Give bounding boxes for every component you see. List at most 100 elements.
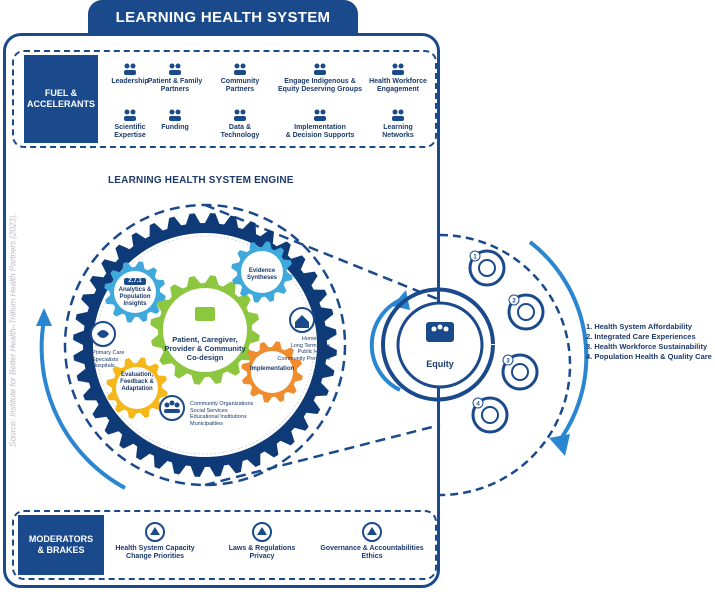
- fuel-item-5-line1: Health Workforce: [369, 78, 427, 85]
- analytics-line2: Population: [119, 294, 151, 300]
- fuel-item-5-line2: Engagement: [376, 86, 419, 93]
- evaluation-line2: Feedback &: [120, 379, 154, 385]
- moderator-item-1-line1: Health System Capacity: [115, 545, 195, 552]
- center-label-line1: Patient, Caregiver,: [172, 335, 238, 344]
- primary-line1: Primary Care: [92, 350, 125, 356]
- implementation-line1: Implementation: [249, 366, 295, 372]
- network-icon: [392, 109, 404, 121]
- moderator-item-3-line2: Ethics: [361, 553, 383, 560]
- fuel-item-4: Engage Indigenous &Equity Deserving Grou…: [272, 62, 368, 94]
- handshake-icon: [234, 63, 246, 75]
- engine-title: LEARNING HEALTH SYSTEM ENGINE: [108, 175, 294, 186]
- data-icon: [234, 109, 246, 121]
- fuel-item-2-line1: Patient & Family: [147, 78, 203, 85]
- fuel-item-10-line2: Networks: [382, 132, 414, 139]
- moderator-item-2-line2: Privacy: [249, 553, 275, 560]
- outcome-badge-number-3: 3: [506, 359, 510, 365]
- community-label: Community Organizations Social Services …: [190, 401, 253, 427]
- fuel-item-9-line2: & Decision Supports: [285, 132, 355, 139]
- scales-icon: [362, 522, 382, 542]
- outcome-badge-icon-3: [511, 363, 529, 381]
- moderator-item-2-line1: Laws & Regulations: [228, 545, 296, 552]
- fuel-item-3-line2: Partners: [225, 86, 255, 93]
- fuel-label: FUEL & ACCELERANTS: [24, 55, 98, 143]
- fuel-item-7: Funding: [140, 108, 210, 132]
- fuel-item-9-line1: Implementation: [294, 124, 346, 131]
- engine-dashed-ring: [63, 203, 347, 487]
- primary-line3: Hospitals: [92, 363, 115, 369]
- community-line4: Municipalities: [190, 420, 224, 427]
- analytics-line3: Insights: [123, 301, 147, 307]
- community-icon-base: [164, 409, 180, 413]
- center-label-line2: Provider & Community: [164, 344, 246, 353]
- moderators-label: MODERATORS & BRAKES: [18, 515, 104, 575]
- outcomes-list: 1. Health System Affordability 2. Integr…: [586, 322, 712, 362]
- right-outcome-arrow-head: [549, 434, 570, 456]
- evidence-gear-label: Evidence Syntheses: [237, 268, 287, 282]
- gear-evaluation-face: [116, 367, 158, 409]
- moderator-item-3-line1: Governance & Accountabilities: [320, 545, 424, 552]
- evidence-line2: Syntheses: [246, 275, 277, 281]
- fuel-item-4-line2: Equity Deserving Groups: [277, 86, 363, 93]
- equity-icon-p1: [431, 326, 437, 332]
- fuel-label-line2: ACCELERANTS: [26, 99, 95, 109]
- fuel-item-7-line1: Funding: [161, 124, 189, 131]
- equity-icon-p3: [443, 326, 449, 332]
- equity-label: Equity: [426, 359, 454, 369]
- equity-arrow-left-head: [392, 290, 410, 310]
- home-line4: Community Providers: [277, 355, 330, 362]
- home-care-label: Home Care Long Term Care Public Health C…: [260, 336, 330, 362]
- gavel-icon: [252, 522, 272, 542]
- outcome-badge-number-bg-2: [508, 294, 520, 306]
- equity-circle: [396, 301, 484, 389]
- community-line1: Community Organizations: [190, 401, 254, 407]
- left-cycle-arrow-head: [36, 308, 52, 326]
- gear-evaluation: [106, 357, 168, 419]
- outcome-badge-icon-1: [478, 259, 496, 277]
- science-icon: [124, 109, 136, 121]
- outcome-badge-number-2: 2: [512, 299, 516, 305]
- fuel-item-3-line1: Community: [220, 78, 260, 85]
- engine-inner-dotted-ring: [95, 235, 315, 455]
- community-line3: Educational Institutions: [190, 414, 247, 420]
- community-icon-person1: [164, 402, 170, 408]
- primary-care-icon-hands: [97, 330, 109, 338]
- home-line3: Public Health: [297, 349, 330, 355]
- moderators-label-line2: & BRAKES: [37, 545, 85, 555]
- moderator-item-1-line2: Change Priorities: [126, 553, 184, 560]
- center-label-line3: Co-design: [186, 353, 224, 362]
- home-care-icon-house: [295, 315, 309, 328]
- community-icon-person3: [174, 402, 180, 408]
- equity-icon-p2: [437, 324, 443, 330]
- moderators-label-line1: MODERATORS: [28, 534, 94, 544]
- fuel-item-4-line1: Engage Indigenous &: [284, 78, 356, 85]
- primary-care-label: Primary Care Specialists Hospitals: [92, 350, 124, 370]
- page-title-text: LEARNING HEALTH SYSTEM: [115, 8, 331, 26]
- outcome-4: 4. Population Health & Quality Care: [586, 352, 712, 361]
- family-icon: [169, 63, 181, 75]
- outcome-badge-number-1: 1: [473, 255, 477, 261]
- evaluation-gear-label: Evaluation, Feedback & Adaptation: [112, 372, 162, 393]
- gear-codesign: [150, 275, 260, 385]
- primary-line2: Specialists: [92, 356, 119, 363]
- outcome-badge-number-bg-1: [469, 250, 481, 262]
- outcome-2: 2. Integrated Care Experiences: [586, 332, 696, 341]
- group-icon: [314, 63, 326, 75]
- gear-implementation-face: [251, 351, 293, 393]
- fuel-item-6-line2: Expertise: [114, 132, 146, 139]
- page-title: LEARNING HEALTH SYSTEM: [88, 0, 358, 34]
- outcome-1: 1. Health System Affordability: [586, 322, 692, 331]
- community-icon-person2: [169, 400, 175, 406]
- community-line2: Social Services: [190, 407, 228, 414]
- funnel-line-bottom: [204, 423, 441, 487]
- home-line1: Home Care: [301, 336, 330, 342]
- fuel-item-1: Leadership: [105, 62, 155, 86]
- analytics-line1: Analytics &: [118, 287, 152, 293]
- evidence-line1: Evidence: [248, 268, 276, 274]
